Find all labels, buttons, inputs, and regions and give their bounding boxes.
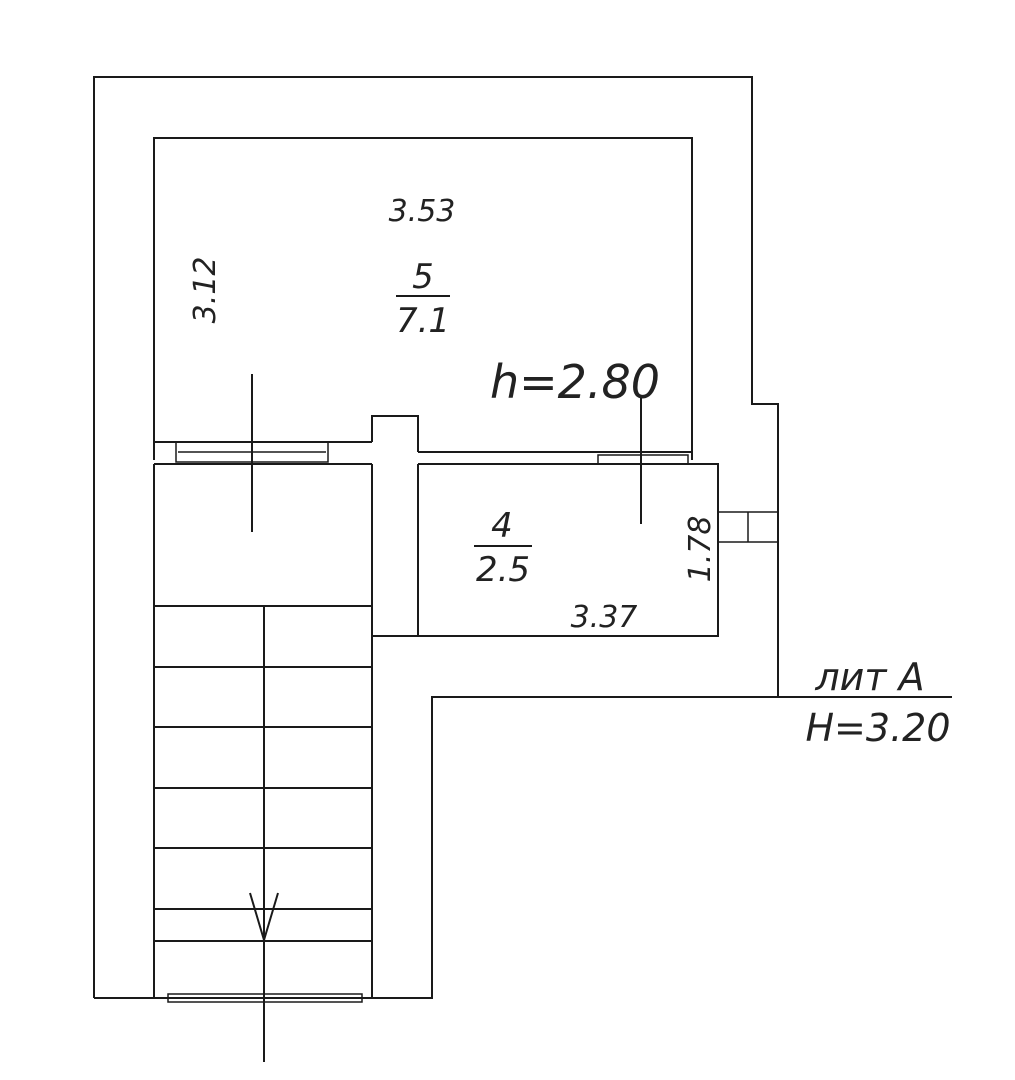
ceiling-height-label: h=2.80 [490,355,660,409]
room-4-number: 4 [491,506,513,546]
room-5-outline [153,137,693,460]
room-4-area: 2.5 [476,550,530,590]
building-name: лит A [814,655,924,699]
room-5-area: 7.1 [396,301,450,341]
entry-door [167,993,363,1003]
room-4-depth-dim: 1.78 [683,516,718,583]
room-4-outline [417,463,719,637]
room-4-width-dim: 3.37 [571,600,638,635]
outer-wall [93,76,779,999]
room-5-width-dim: 3.53 [389,194,456,229]
building-height: H=3.20 [805,706,950,750]
room-5-number: 5 [412,257,434,297]
stair-arrow-head-icon [249,892,279,944]
wall-column [371,415,419,452]
room-5-depth-dim: 3.12 [188,257,223,324]
room-4-door-opening [597,454,689,465]
